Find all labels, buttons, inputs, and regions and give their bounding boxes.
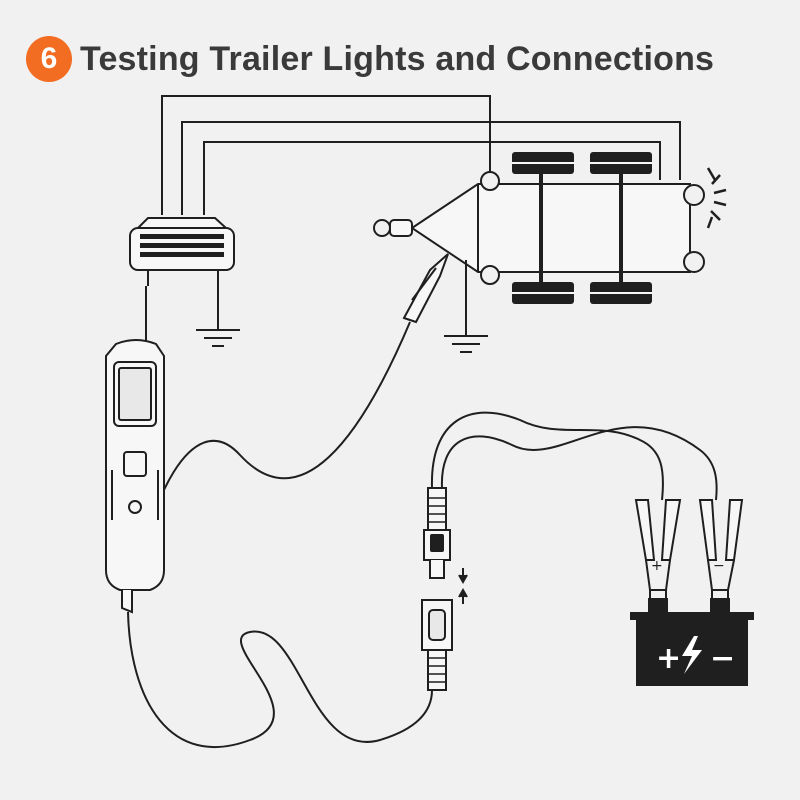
header: 6 Testing Trailer Lights and Connections [26, 36, 714, 82]
trailer-frame [410, 171, 705, 285]
ground-icon [444, 260, 488, 353]
battery-lead-connector-top [423, 487, 451, 579]
battery-clamp-negative [698, 499, 744, 612]
trailer-hitch [373, 219, 413, 237]
alligator-clip [402, 253, 449, 324]
page-title: Testing Trailer Lights and Connections [80, 39, 715, 78]
clamp-negative-label: − [713, 558, 725, 574]
battery-lead-positive [430, 411, 664, 501]
arrow-up-icon [458, 587, 468, 604]
step-number-badge: 6 [26, 36, 72, 82]
arrow-down-icon [458, 568, 468, 585]
light-rays-icon [706, 167, 727, 229]
probe-lead-connector-bottom [421, 599, 453, 691]
battery-lead-negative [440, 426, 718, 501]
battery-positive-sign: + [656, 641, 681, 676]
battery-clamp-positive [634, 499, 682, 612]
ground-lead-cable [144, 321, 411, 561]
harness-wires [161, 95, 681, 215]
power-probe-tester [105, 286, 165, 614]
trailer-connector-plug [129, 217, 235, 286]
lightning-bolt-icon [682, 636, 702, 674]
ground-icon [196, 270, 240, 347]
clamp-positive-label: + [651, 558, 663, 574]
probe-cable [127, 611, 433, 748]
battery-negative-sign: − [710, 641, 735, 676]
